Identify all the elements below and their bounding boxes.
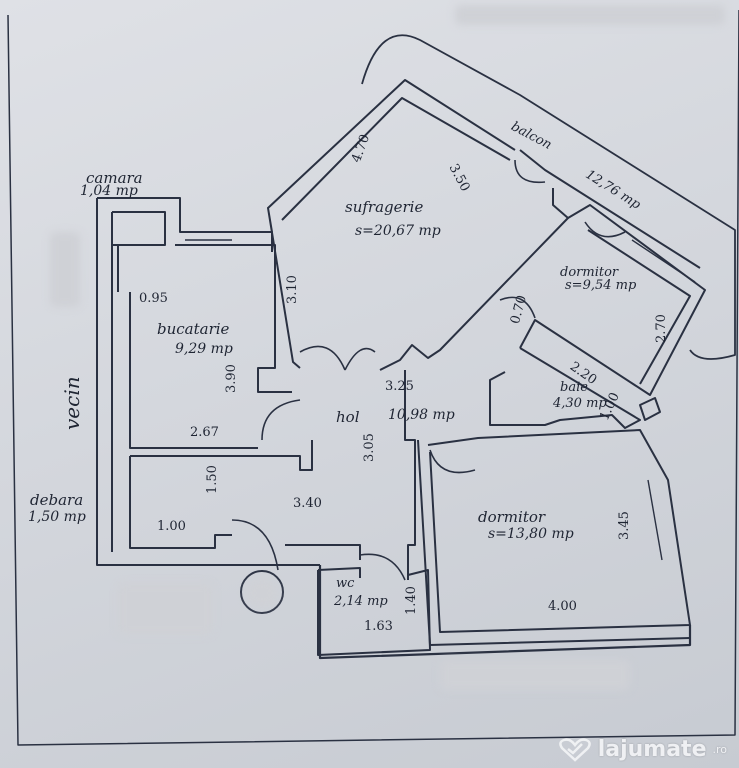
window-bed1 (631, 239, 696, 283)
dim-150: 1.50 (205, 465, 220, 494)
wall-west (96, 198, 320, 566)
label-dormitor-1: dormitor (560, 265, 619, 280)
wall-north-kitchen (97, 197, 273, 252)
label-vecin: vecin (60, 376, 84, 430)
dim-100-debara: 1.00 (157, 519, 186, 534)
area-hol: 10,98 mp (388, 407, 455, 423)
wall-wc (317, 567, 431, 656)
wall-living-nw (267, 79, 516, 209)
watermark: lajumate .ro (558, 737, 727, 762)
wall-living-west (267, 207, 301, 369)
wall-hall-east (404, 370, 416, 580)
label-baie: baie (560, 380, 588, 395)
dim-345: 3.45 (617, 511, 632, 540)
wall-balcony-rail (519, 149, 701, 269)
area-baie: 4,30 mp (553, 396, 607, 411)
door-wc (359, 553, 406, 581)
balcony-outline (361, 34, 736, 360)
area-debara: 1,50 mp (28, 509, 86, 525)
dim-310: 3.10 (285, 275, 300, 304)
door-hall-1 (261, 399, 301, 441)
wall-bed1-inner (587, 229, 691, 385)
dim-400: 4.00 (548, 599, 577, 614)
label-sufragerie: sufragerie (345, 198, 424, 216)
wall-kitchen-inner (117, 245, 258, 449)
wall-debara (129, 456, 232, 549)
column-circle (240, 570, 284, 614)
label-debara: debara (30, 491, 84, 509)
label-dormitor-2: dormitor (478, 508, 546, 526)
dim-163: 1.63 (364, 619, 393, 634)
dim-270: 2.70 (654, 314, 669, 343)
window-bed2 (647, 479, 663, 561)
blur-mask-circle (246, 578, 278, 608)
wall-bed2 (427, 429, 691, 633)
dim-095: 0.95 (139, 291, 168, 306)
door-hall-2 (299, 345, 346, 371)
door-bed1 (584, 221, 626, 238)
blur-mask-bottomleft (118, 583, 213, 635)
blur-mask-top (455, 5, 725, 25)
label-bucatarie: bucatarie (157, 320, 230, 338)
dim-390: 3.90 (224, 364, 239, 393)
area-dormitor-1: s=9,54 mp (565, 278, 637, 293)
wall-kitchen-south (130, 440, 313, 471)
dim-305: 3.05 (362, 433, 377, 462)
blur-mask-left (50, 232, 80, 307)
area-wc: 2,14 mp (334, 594, 388, 609)
door-hall-3 (344, 347, 376, 371)
wall-hall-south (285, 544, 361, 560)
watermark-tld: .ro (712, 743, 727, 756)
dim-325: 3.25 (385, 379, 414, 394)
wall-bed2-outer (417, 439, 691, 646)
label-camara: camara (86, 169, 143, 187)
wall-bath (489, 347, 641, 429)
wall-kitchen-east (175, 244, 292, 393)
dim-340: 3.40 (293, 496, 322, 511)
dim-140: 1.40 (404, 586, 419, 615)
wall-bath-door (639, 397, 661, 421)
label-wc: wc (336, 576, 355, 591)
blur-mask-bottom (440, 660, 630, 690)
sheet-frame (7, 9, 739, 746)
dim-267: 2.67 (190, 425, 219, 440)
window-kitchen (185, 231, 232, 241)
door-entry (231, 519, 279, 571)
wall-camara (112, 211, 166, 246)
wall-south (318, 565, 692, 660)
area-sufragerie: s=20,67 mp (355, 223, 441, 239)
area-dormitor-2: s=13,80 mp (488, 526, 574, 542)
door-bath (499, 296, 536, 319)
door-bed2 (429, 449, 476, 474)
door-balcony (514, 159, 546, 184)
wall-living-se (379, 188, 569, 371)
label-hol: hol (336, 408, 360, 426)
watermark-brand: lajumate (597, 737, 707, 762)
wall-living-inner (281, 97, 511, 221)
wall-bed1 (519, 204, 706, 396)
area-camara: 1,04 mp (80, 183, 138, 199)
heart-check-icon (558, 737, 591, 762)
area-bucatarie: 9,29 mp (175, 341, 233, 357)
